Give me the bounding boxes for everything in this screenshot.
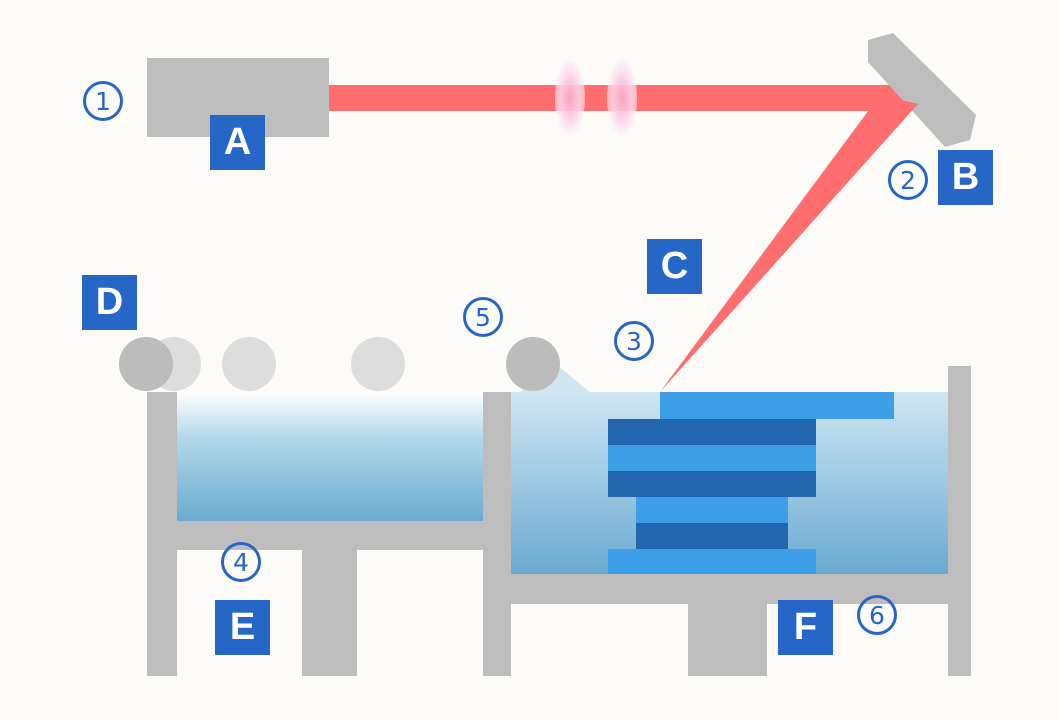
supply-powder — [177, 392, 483, 521]
marker-2: 2 — [888, 160, 928, 200]
part-layer-bottom — [608, 549, 816, 574]
part-layer — [608, 471, 816, 497]
label-c: C — [647, 239, 702, 294]
label-a: A — [210, 115, 265, 170]
scanning-mirror — [868, 33, 976, 147]
supply-wall-right — [483, 392, 511, 676]
marker-3: 3 — [614, 321, 654, 361]
label-e: E — [215, 600, 270, 655]
roller-end — [506, 337, 560, 391]
supply-wall-left — [147, 392, 177, 676]
laser-beam-reflected — [660, 95, 918, 392]
part-layer — [636, 497, 788, 523]
part-layer — [608, 419, 816, 445]
supply-piston-rod — [302, 550, 357, 676]
build-wall-right — [948, 366, 971, 676]
roller-ghost — [351, 337, 405, 391]
part-layer — [608, 445, 816, 471]
label-d: D — [82, 275, 137, 330]
label-b: B — [938, 150, 993, 205]
roller-start — [119, 337, 173, 391]
marker-6: 6 — [857, 595, 897, 635]
marker-4: 4 — [221, 542, 261, 582]
lens-2 — [607, 60, 637, 136]
part-layer — [636, 523, 788, 549]
part-layer-top — [660, 392, 894, 419]
supply-piston-plate — [177, 521, 483, 550]
roller-ghost — [222, 337, 276, 391]
lens-1 — [555, 60, 585, 136]
label-f: F — [778, 600, 833, 655]
marker-5: 5 — [463, 297, 503, 337]
build-piston-rod — [688, 604, 767, 676]
marker-1: 1 — [83, 81, 123, 121]
